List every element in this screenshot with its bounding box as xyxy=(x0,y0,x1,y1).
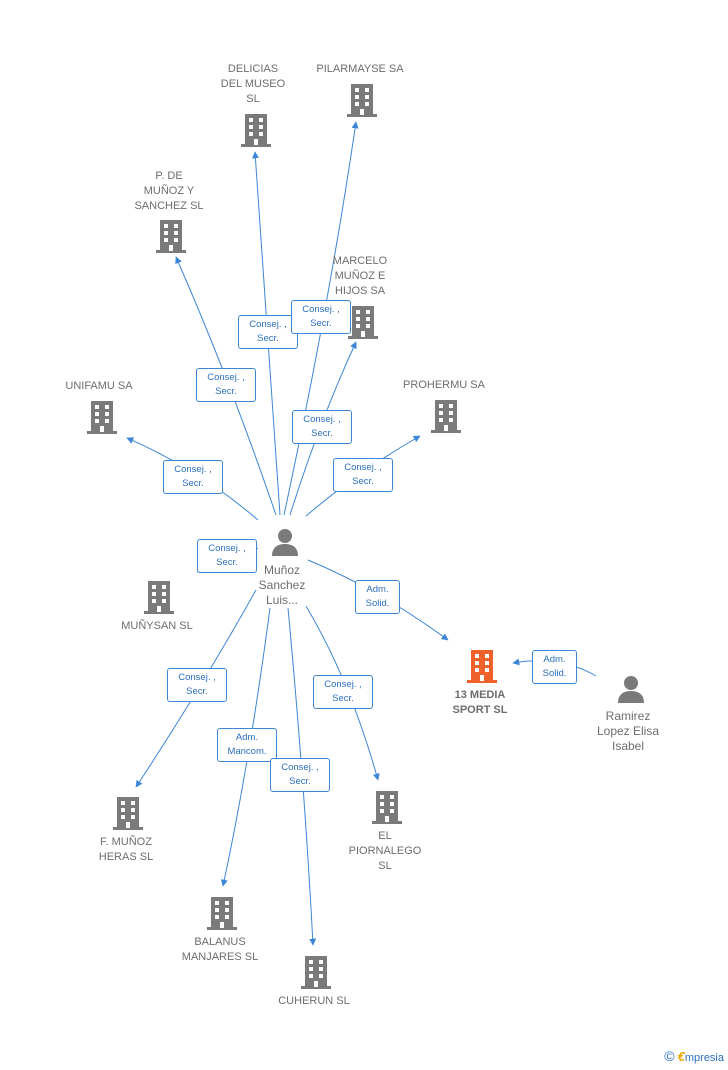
node-label: DELICIAS DEL MUSEO SL xyxy=(220,63,286,105)
node-label: UNIFAMU SA xyxy=(65,380,133,392)
building-icon xyxy=(156,220,186,253)
brand-logo-e: € xyxy=(677,1049,685,1064)
building-icon xyxy=(347,84,377,117)
node-label: EL PIORNALEGO SL xyxy=(348,830,422,872)
building-icon xyxy=(144,581,174,614)
node-label: MUÑYSAN SL xyxy=(121,620,193,632)
building-icon-focus xyxy=(467,650,497,683)
brand-watermark: © €mpresia xyxy=(664,1048,724,1064)
edge-label-prohermu: Consej. , Secr. xyxy=(333,458,393,492)
building-icon xyxy=(348,306,378,339)
copyright-symbol: © xyxy=(664,1048,675,1064)
node-label: PROHERMU SA xyxy=(403,379,485,391)
person-icon xyxy=(618,676,644,703)
edge-label-marcelo: Consej. , Secr. xyxy=(292,410,352,444)
building-icon xyxy=(372,791,402,824)
node-label: 13 MEDIA SPORT SL xyxy=(452,689,508,716)
building-icon xyxy=(207,897,237,930)
edge-label-pilarmayse: Consej. , Secr. xyxy=(291,300,351,334)
node-label: MARCELO MUÑOZ E HIJOS SA xyxy=(332,255,388,297)
edge-label-fmunoz: Consej. , Secr. xyxy=(167,668,227,702)
edge-label-unifamu: Consej. , Secr. xyxy=(163,460,223,494)
node-label: P. DE MUÑOZ Y SANCHEZ SL xyxy=(134,170,204,212)
node-label: Ramirez Lopez Elisa Isabel xyxy=(596,709,660,753)
edge-label-balanus: Adm. Mancom. xyxy=(217,728,277,762)
edge-label-ramirez-media13: Adm. Solid. xyxy=(532,650,577,684)
node-label: BALANUS MANJARES SL xyxy=(181,936,259,963)
node-label: PILARMAYSE SA xyxy=(316,63,404,75)
edge-label-delicias: Consej. , Secr. xyxy=(238,315,298,349)
building-icon xyxy=(113,797,143,830)
person-icon xyxy=(272,529,298,556)
building-icon xyxy=(87,401,117,434)
edge-label-munysan: Consej. , Secr. xyxy=(197,539,257,573)
building-icon xyxy=(241,114,271,147)
brand-name: mpresia xyxy=(684,1052,724,1064)
node-label: CUHERUN SL xyxy=(278,995,350,1007)
edge-label-pdemunoz: Consej. , Secr. xyxy=(196,368,256,402)
node-label: Muñoz Sanchez Luis... xyxy=(258,563,306,607)
edge-label-piornalego: Consej. , Secr. xyxy=(313,675,373,709)
building-icon xyxy=(301,956,331,989)
edge-label-media13: Adm. Solid. xyxy=(355,580,400,614)
node-label: F. MUÑOZ HERAS SL xyxy=(98,836,154,863)
building-icon xyxy=(431,400,461,433)
edge-label-cuherun: Consej. , Secr. xyxy=(270,758,330,792)
